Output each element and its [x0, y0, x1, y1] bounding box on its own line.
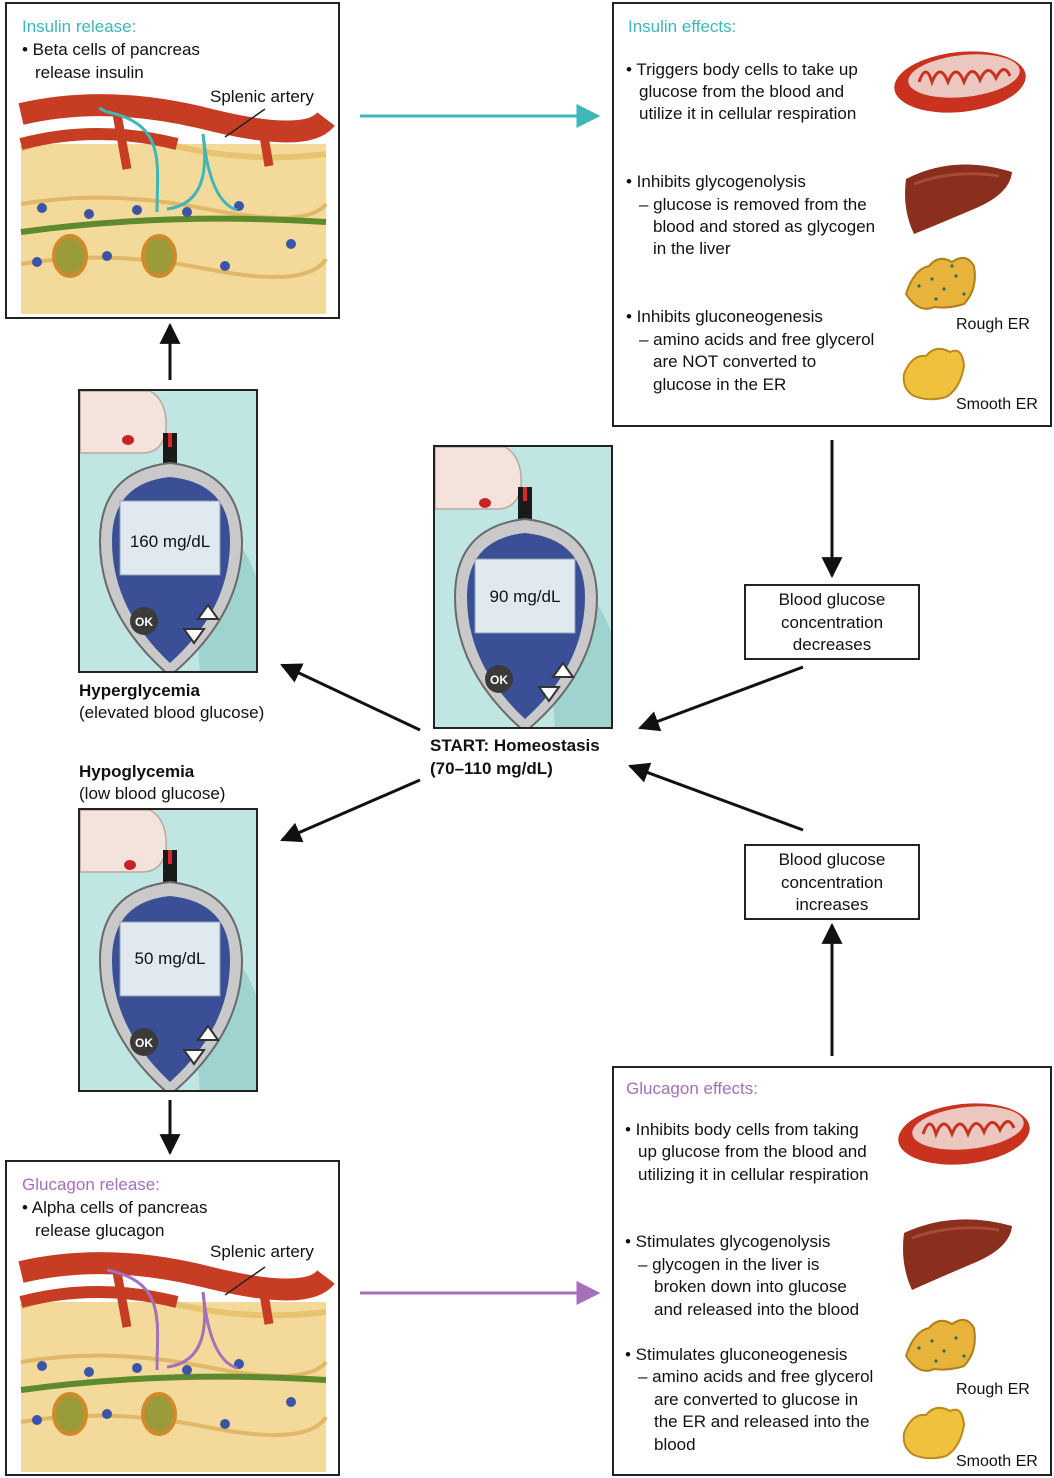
- glucagon-release-bullet-cont: release glucagon: [35, 1221, 165, 1240]
- meter-card-center: OK 90 mg/dL: [433, 445, 613, 729]
- splenic-artery-label: Splenic artery: [210, 87, 314, 106]
- liver-icon: [905, 164, 1012, 234]
- insulin-effect-2-line-1: • Inhibits glycogenolysis: [626, 172, 806, 191]
- insulin-effect-1-line-1: • Triggers body cells to take up: [626, 60, 858, 79]
- decreases-line-2: concentration: [780, 612, 884, 632]
- organelle-illustrations: [898, 1103, 1030, 1460]
- increases-line-2: concentration: [780, 872, 884, 892]
- start-homeostasis-range: (70–110 mg/dL): [430, 759, 553, 778]
- glucagon-release-panel: Glucagon release: • Alpha cells of pancr…: [5, 1160, 340, 1476]
- glucagon-effect-2-line-2: – glycogen in the liver is: [638, 1255, 820, 1274]
- meter-card-high: OK 160 mg/dL: [78, 389, 258, 673]
- glucagon-effect-3-line-1: • Stimulates gluconeogenesis: [625, 1345, 848, 1364]
- glucose-meter-icon: OK: [80, 810, 256, 1090]
- start-homeostasis-label: START: Homeostasis: [430, 736, 600, 755]
- insulin-effect-3-line-3: are NOT converted to: [653, 352, 817, 371]
- blood-glucose-decreases-box: Blood glucose concentration decreases: [744, 584, 920, 660]
- glucagon-effect-1-line-3: utilizing it in cellular respiration: [638, 1165, 869, 1184]
- insulin-effect-2-line-3: blood and stored as glycogen: [653, 217, 876, 236]
- arrow-start-to-hyper: [280, 663, 421, 732]
- arrow-start-to-hypo: [280, 778, 421, 843]
- pancreas-illustration: [18, 1252, 335, 1472]
- glucagon-effect-2-line-1: • Stimulates glycogenolysis: [625, 1232, 831, 1251]
- insulin-release-title: Insulin release:: [22, 17, 137, 36]
- glucagon-effect-2-line-4: and released into the blood: [654, 1300, 860, 1319]
- rough-er-label: Rough ER: [956, 1381, 1030, 1398]
- glucagon-effect-3-line-4: the ER and released into the: [654, 1412, 870, 1431]
- insulin-effect-1-line-3: utilize it in cellular respiration: [639, 104, 857, 123]
- insulin-release-panel: Insulin release: • Beta cells of pancrea…: [5, 2, 340, 319]
- meter-card-low: OK 50 mg/dL: [78, 808, 258, 1092]
- insulin-effect-3-line-4: glucose in the ER: [653, 375, 787, 394]
- glucagon-release-title: Glucagon release:: [22, 1175, 160, 1194]
- glucose-meter-icon: OK: [435, 447, 611, 727]
- liver-icon: [903, 1219, 1012, 1290]
- decreases-line-1: Blood glucose: [778, 590, 886, 609]
- insulin-release-bullet-cont: release insulin: [35, 63, 144, 82]
- smooth-er-icon: [902, 1406, 966, 1460]
- hypoglycemia-subtitle: (low blood glucose): [79, 784, 226, 803]
- smooth-er-label: Smooth ER: [956, 1453, 1038, 1470]
- pancreas-illustration: [18, 94, 335, 314]
- insulin-effects-panel: Insulin effects: • Triggers body cells t…: [612, 2, 1052, 427]
- insulin-release-bullet: • Beta cells of pancreas: [22, 40, 200, 59]
- glucagon-effect-3-line-5: blood: [654, 1435, 696, 1454]
- arrow-decreases-to-start: [638, 665, 804, 732]
- ok-button-label: OK: [135, 1036, 153, 1050]
- insulin-effect-2-line-4: in the liver: [653, 239, 731, 258]
- glucagon-effect-2-line-3: broken down into glucose: [654, 1277, 847, 1296]
- glucose-reading: 90 mg/dL: [489, 587, 561, 606]
- glucagon-effects-title: Glucagon effects:: [626, 1079, 758, 1098]
- glucose-meter-icon: OK: [80, 391, 256, 671]
- increases-line-1: Blood glucose: [778, 850, 886, 869]
- ok-button-label: OK: [490, 673, 508, 687]
- increases-line-3: increases: [795, 895, 869, 914]
- glucagon-effect-1-line-1: • Inhibits body cells from taking: [625, 1120, 859, 1139]
- mitochondrion-icon: [894, 51, 1026, 113]
- hyperglycemia-title: Hyperglycemia: [79, 681, 200, 700]
- mitochondrion-icon: [898, 1103, 1030, 1165]
- glucagon-effect-1-line-2: up glucose from the blood and: [638, 1142, 867, 1161]
- glucagon-effect-3-line-3: are converted to glucose in: [654, 1390, 859, 1409]
- smooth-er-label: Smooth ER: [956, 396, 1038, 413]
- insulin-effect-2-line-2: – glucose is removed from the: [639, 195, 867, 214]
- insulin-effects-title: Insulin effects:: [628, 17, 737, 36]
- organelle-illustrations: [894, 51, 1026, 401]
- glucose-reading: 50 mg/dL: [134, 949, 206, 968]
- insulin-effect-3-line-1: • Inhibits gluconeogenesis: [626, 307, 823, 326]
- arrow-increases-to-start: [628, 762, 804, 832]
- smooth-er-icon: [902, 347, 966, 401]
- insulin-effect-3-line-2: – amino acids and free glycerol: [639, 330, 875, 349]
- insulin-effect-1-line-2: glucose from the blood and: [639, 82, 845, 101]
- rough-er-icon: [904, 1318, 976, 1372]
- ok-button-label: OK: [135, 615, 153, 629]
- blood-glucose-increases-box: Blood glucose concentration increases: [744, 844, 920, 920]
- rough-er-label: Rough ER: [956, 316, 1030, 333]
- glucagon-effect-3-line-2: – amino acids and free glycerol: [638, 1367, 874, 1386]
- decreases-line-3: decreases: [792, 635, 872, 654]
- glucagon-release-bullet: • Alpha cells of pancreas: [22, 1198, 208, 1217]
- splenic-artery-label: Splenic artery: [210, 1242, 314, 1261]
- rough-er-icon: [904, 256, 976, 310]
- hypoglycemia-title: Hypoglycemia: [79, 762, 195, 781]
- glucagon-effects-panel: Glucagon effects: • Inhibits body cells …: [612, 1066, 1052, 1476]
- hyperglycemia-subtitle: (elevated blood glucose): [79, 703, 265, 722]
- glucose-reading: 160 mg/dL: [129, 532, 211, 551]
